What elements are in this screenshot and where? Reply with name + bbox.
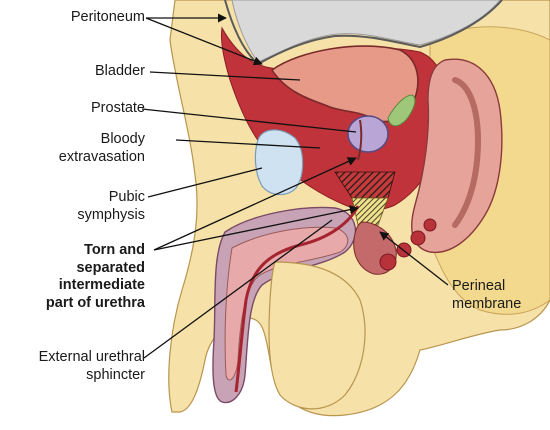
leader-torn-1 — [153, 157, 357, 251]
label-ext-line-1: External urethral — [38, 349, 145, 365]
label-bloody-extravasation: Bloody extravasation — [59, 131, 145, 166]
label-perineal-line-1: Perineal — [452, 278, 506, 294]
label-bloody-line-2: extravasation — [58, 148, 145, 165]
label-prostate: Prostate — [91, 100, 145, 116]
seminal-vesicle — [387, 94, 416, 127]
label-perineal-membrane: Perineal membrane — [452, 278, 521, 313]
prostatic-urethra — [357, 119, 363, 161]
label-torn-line-4: part of urethra — [45, 294, 145, 311]
prostate — [347, 115, 389, 153]
leader-peritoneum-2 — [145, 17, 263, 66]
label-bladder: Bladder — [95, 63, 145, 79]
leader-bloody — [175, 139, 321, 149]
peritoneum-line — [224, 0, 503, 66]
penile-urethra — [234, 205, 360, 393]
leader-ext — [143, 219, 333, 359]
leader-prostate — [141, 108, 357, 133]
label-peritoneum: Peritoneum — [70, 9, 145, 25]
leader-perineal — [379, 231, 449, 286]
label-bloody-line-1: Bloody — [100, 131, 145, 147]
scrotum — [268, 261, 366, 410]
label-torn-urethra: Torn and separated intermediate part of … — [46, 242, 145, 312]
label-pubic-line-2: symphysis — [77, 206, 145, 223]
leader-lines — [141, 13, 449, 359]
label-pubic-symphysis: Pubic symphysis — [77, 189, 145, 224]
perineal-muscle-4 — [423, 218, 437, 232]
rectum-inner — [452, 77, 482, 228]
leader-bladder — [149, 71, 301, 81]
corpus-spongiosum — [224, 226, 349, 381]
leader-torn-2 — [153, 205, 359, 251]
label-torn-line-1: Torn and — [84, 242, 145, 258]
label-external-urethral-sphincter: External urethral sphincter — [39, 349, 145, 384]
label-torn-line-2: separated — [76, 259, 145, 276]
label-ext-line-2: sphincter — [86, 366, 145, 383]
leader-pubic — [147, 167, 263, 198]
label-torn-line-3: intermediate — [58, 277, 145, 293]
label-pubic-line-1: Pubic — [108, 189, 145, 205]
perineal-membrane — [351, 197, 389, 226]
label-perineal-line-2: membrane — [452, 295, 522, 312]
perineal-muscle-3 — [410, 230, 426, 246]
peritoneal-cavity — [231, 0, 501, 63]
rectum — [411, 58, 503, 254]
perineal-muscle-1 — [379, 253, 397, 271]
